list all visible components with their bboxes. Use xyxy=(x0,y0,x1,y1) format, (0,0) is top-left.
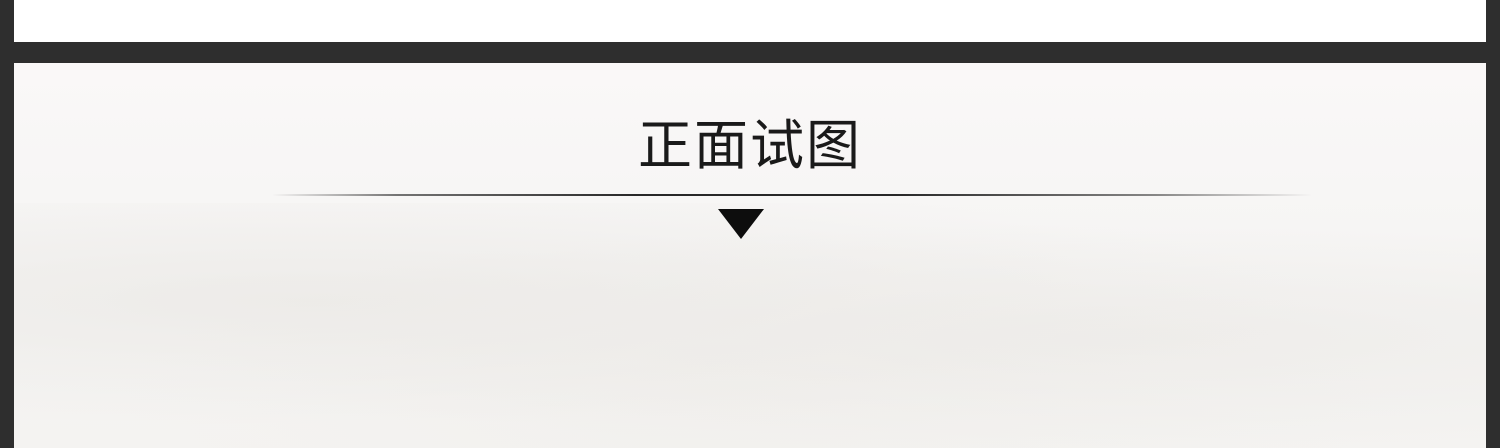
background-texture xyxy=(14,203,1486,448)
top-image-panel xyxy=(14,0,1486,42)
section-title: 正面试图 xyxy=(638,114,862,177)
main-image-panel: 正面试图 xyxy=(14,63,1486,448)
triangle-down-icon xyxy=(718,209,764,239)
title-divider xyxy=(272,194,1312,196)
